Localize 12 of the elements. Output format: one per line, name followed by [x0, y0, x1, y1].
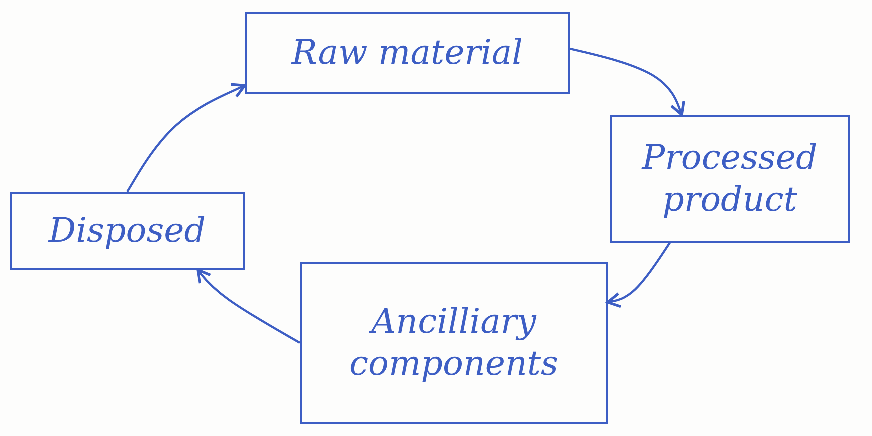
box-label: Raw material: [292, 32, 524, 74]
process-box: [300, 262, 608, 424]
arrow: [570, 48, 686, 116]
box-label: Disposed: [48, 210, 206, 252]
arrow: [126, 83, 246, 193]
process-box: [10, 192, 245, 270]
arrow: [606, 242, 671, 308]
arrow: [196, 268, 301, 344]
box-label: Processed product: [640, 136, 819, 222]
process-box: [245, 12, 570, 94]
box-label: Ancilliary components: [348, 300, 560, 386]
process-box: [610, 115, 850, 243]
